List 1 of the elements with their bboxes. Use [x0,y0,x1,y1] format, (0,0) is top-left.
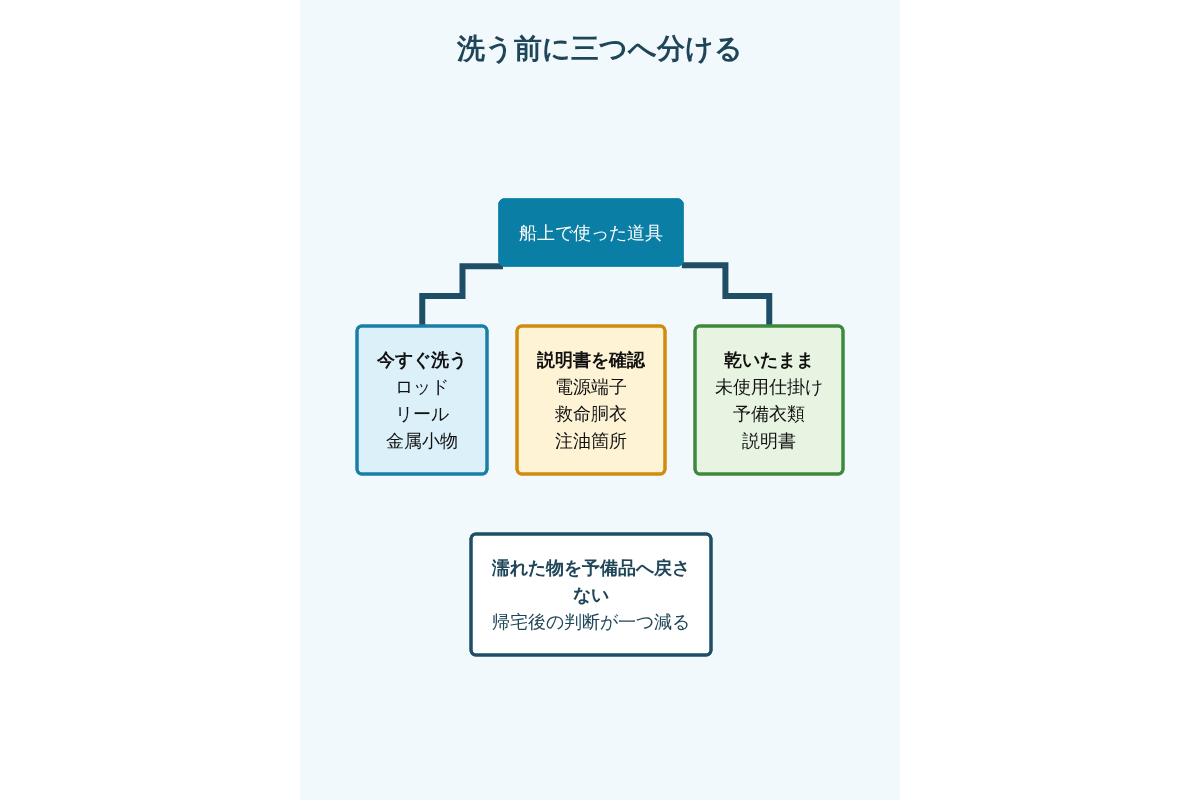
diagram-title: 洗う前に三つへ分ける [457,31,743,67]
